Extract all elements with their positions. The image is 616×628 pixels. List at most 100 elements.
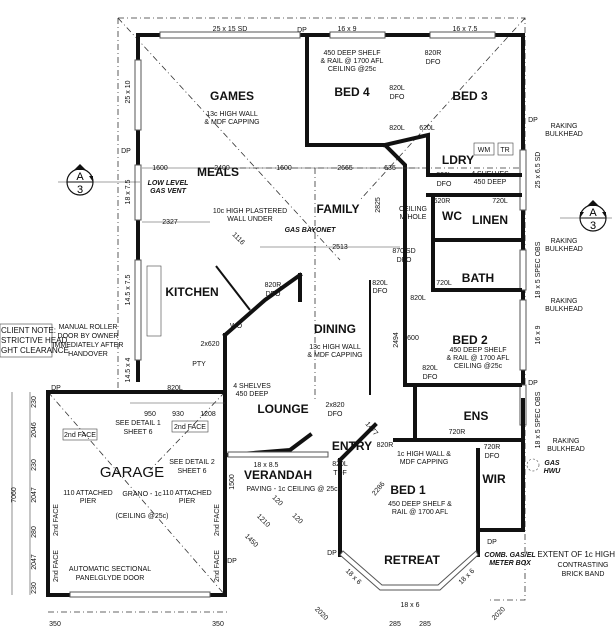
dimension: 1500	[229, 474, 236, 490]
dimension: 7060	[11, 487, 18, 503]
dimension: 2825	[375, 197, 382, 213]
window-label: 16 x 9	[337, 26, 356, 33]
dimension: 2513	[332, 244, 348, 251]
room-family: FAMILY	[317, 202, 360, 216]
note: DP	[487, 539, 497, 546]
dimension: 2327	[162, 219, 178, 226]
dimension: 2020	[313, 606, 329, 622]
note: HANDOVER	[68, 351, 108, 358]
dimension: 1210	[255, 513, 271, 529]
note: RAKING	[551, 238, 578, 245]
note: DP	[528, 380, 538, 387]
trough	[497, 142, 514, 156]
note: CLIENT NOTE:	[1, 326, 56, 335]
window-label: 18 x 5 SPEC OBS	[535, 391, 542, 448]
note: M/HOLE	[400, 214, 427, 221]
dimension: 1600	[276, 165, 292, 172]
room-dining: DINING	[314, 322, 356, 336]
room-kitchen: KITCHEN	[165, 285, 218, 299]
note: 1c HIGH WALL &	[397, 451, 451, 458]
dimension: 120	[290, 512, 303, 525]
note: MDF CAPPING	[400, 459, 449, 466]
room-meals: MEALS	[197, 165, 239, 179]
window-label: 18 x 5 SPEC OBS	[535, 241, 542, 298]
door-label: 820L	[389, 125, 405, 132]
dimension: 2286	[371, 481, 386, 498]
note: WM	[478, 147, 491, 154]
room-games: GAMES	[210, 89, 254, 103]
door-label: DFO	[485, 453, 500, 460]
note: & RAIL @ 1700 AFL	[447, 355, 510, 362]
note: SEE DETAIL 1	[115, 420, 161, 427]
note: HWU	[544, 468, 562, 475]
note: RAKING	[551, 123, 578, 130]
dimension: 930	[172, 411, 184, 418]
door-label: 720R	[449, 429, 466, 436]
room-garage: GARAGE	[100, 464, 164, 481]
note: PIER	[179, 498, 195, 505]
note: BULKHEAD	[547, 446, 585, 453]
note: TR	[500, 147, 509, 154]
note: (CEILING @25c)	[115, 513, 168, 520]
section-marker-right: A 3	[560, 200, 612, 232]
section-letter: A	[589, 207, 597, 219]
note: MANUAL ROLLER	[59, 324, 118, 331]
dimension: 2047	[31, 554, 38, 570]
door-label: DFO	[426, 59, 441, 66]
room-pty: PTY	[192, 361, 206, 368]
note: DP	[51, 385, 61, 392]
dimension: 120	[270, 494, 283, 507]
note: CEILING @25c	[328, 66, 377, 73]
note: & MDF CAPPING	[204, 119, 259, 126]
section-letter: A	[76, 171, 84, 183]
gas-hwu-icon	[526, 458, 540, 472]
note: BULKHEAD	[545, 246, 583, 253]
dimension: 2020	[491, 606, 507, 622]
dimension: 950	[144, 411, 156, 418]
note: DP	[121, 148, 131, 155]
dimension: 2400	[214, 165, 230, 172]
note: PAVING - 1c CEILING @ 25c	[246, 486, 338, 493]
door-label: 820L	[422, 365, 438, 372]
hip-line	[117, 17, 341, 261]
door-label: 720R	[484, 444, 501, 451]
door-label: 720L	[492, 198, 508, 205]
note: COMB. GAS/EL	[484, 552, 535, 559]
dimension: 1600	[152, 165, 168, 172]
note: & RAIL @ 1700 AFL	[321, 58, 384, 65]
window-label: 18 x 6	[400, 602, 419, 609]
note: RAKING	[553, 438, 580, 445]
note: METER BOX	[489, 560, 532, 567]
dimension: 2046	[31, 422, 38, 438]
note: DP	[327, 550, 337, 557]
dimension: 350	[212, 621, 224, 628]
note: LOW LEVEL	[148, 180, 189, 187]
note: 450 DEEP SHELF &	[388, 501, 452, 508]
dimension: 1116	[230, 231, 245, 246]
note: 2nd FACE	[174, 424, 206, 431]
door-label: 720L	[436, 280, 452, 287]
note: DP	[227, 558, 237, 565]
roof-outline	[118, 17, 526, 601]
room-bed1: BED 1	[390, 483, 426, 497]
door-label: 2x620	[200, 341, 219, 348]
note: SHEET 6	[123, 429, 152, 436]
note: 13c HIGH WALL	[309, 344, 361, 351]
window-label: 25 x 10	[125, 80, 132, 103]
dimension: 230	[31, 582, 38, 594]
room-linen: LINEN	[472, 213, 508, 227]
window-label: 14.5 x 4	[125, 357, 132, 382]
door-label: DFO	[397, 257, 412, 264]
dimension: 1208	[200, 411, 216, 418]
note: EXTENT OF 1c HIGH	[537, 550, 615, 559]
dimension: 2494	[393, 332, 400, 348]
note: DP	[297, 27, 307, 34]
note: 2nd FACE	[214, 550, 221, 582]
door-label: DFO	[328, 411, 343, 418]
dimension: 600	[407, 335, 419, 342]
note: 10c HIGH PLASTERED	[213, 208, 287, 215]
note: CEILING @25c	[454, 363, 503, 370]
note: 450 DEEP	[474, 179, 507, 186]
note: STRICTIVE HEAD	[1, 336, 67, 345]
note: IMMEDIATELY AFTER	[53, 342, 124, 349]
